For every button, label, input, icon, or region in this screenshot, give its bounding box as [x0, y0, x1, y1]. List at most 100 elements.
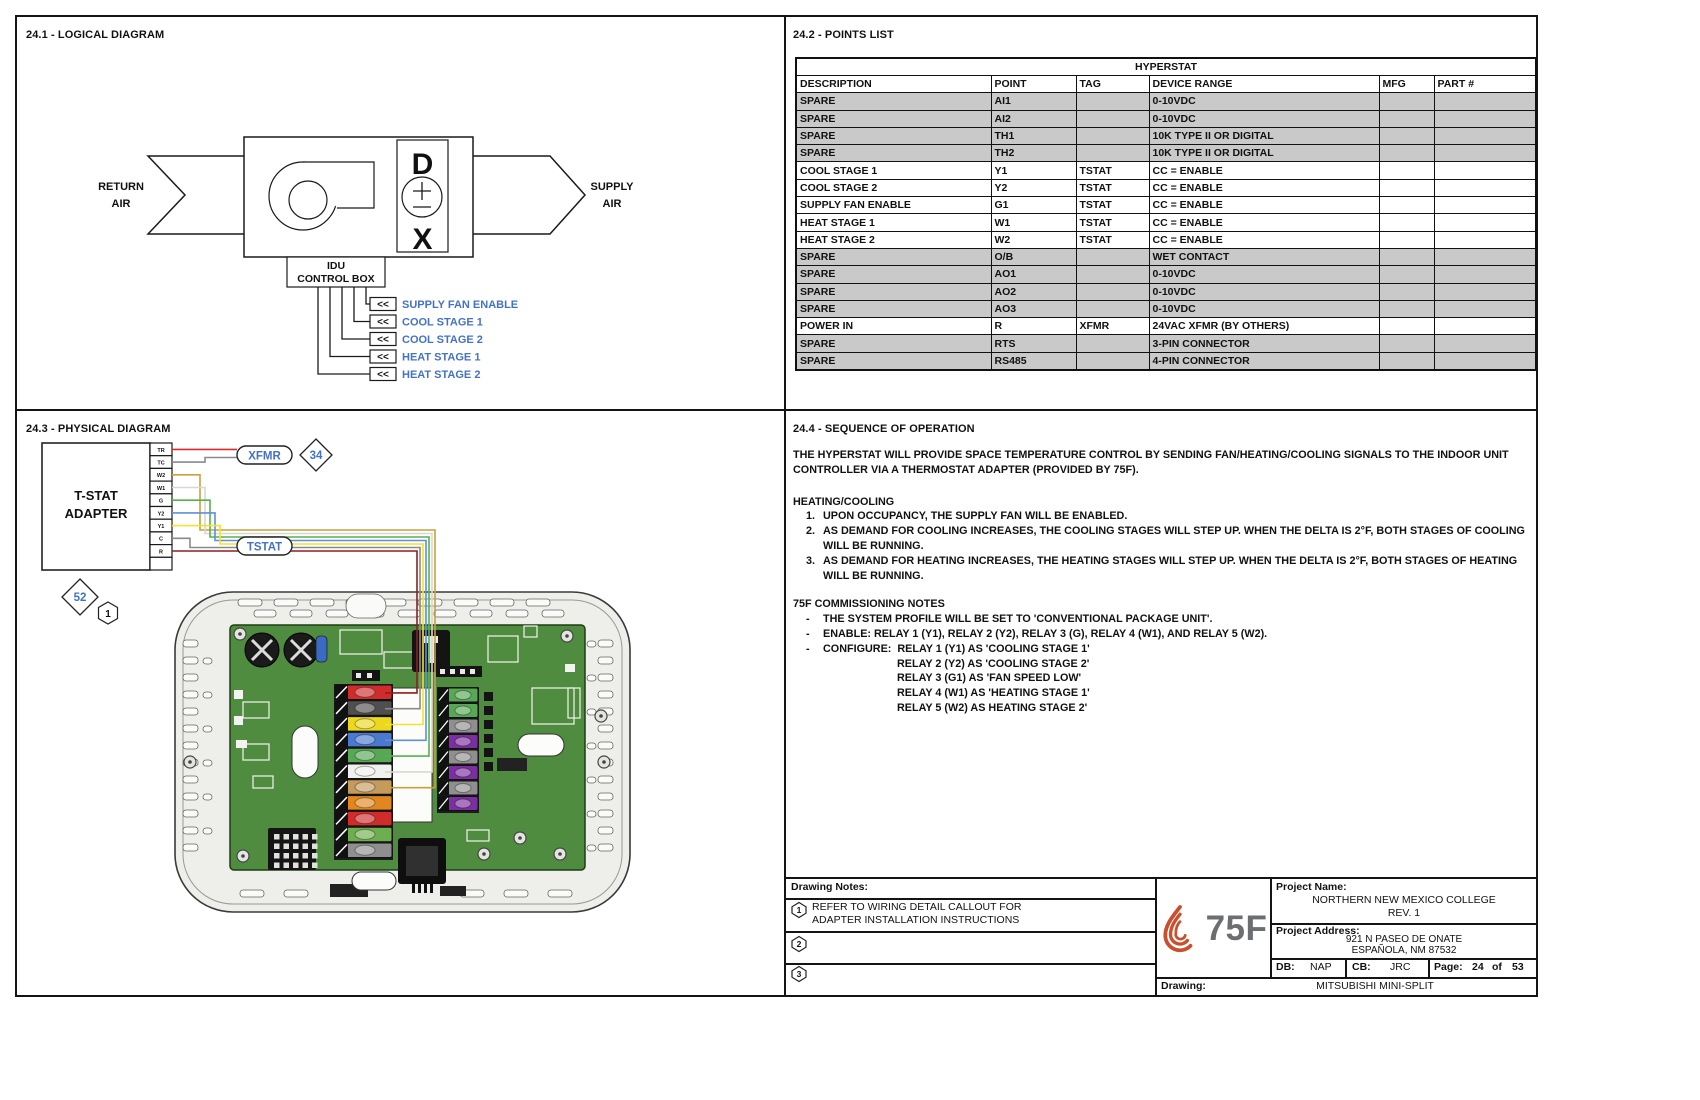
mounting-slot — [291, 725, 319, 779]
sequence-line: 3.AS DEMAND FOR HEATING INCREASES, THE H… — [806, 554, 1535, 569]
cell-part — [1433, 92, 1537, 111]
cell-tag: TSTAT — [1075, 213, 1150, 232]
screw-slot — [335, 685, 348, 699]
section-title-sequence: 24.4 - SEQUENCE OF OPERATION — [793, 423, 975, 435]
cell-mfg — [1378, 247, 1435, 267]
sequence-intro-line: THE HYPERSTAT WILL PROVIDE SPACE TEMPERA… — [793, 449, 1509, 461]
cell-point: R — [990, 317, 1077, 336]
page-label: Page: — [1434, 961, 1463, 973]
cell-point: AO2 — [990, 282, 1077, 301]
cell-part — [1433, 196, 1537, 215]
note-3-number: 3 — [797, 969, 802, 979]
screw-slot — [335, 812, 348, 825]
capacitor-cross — [289, 638, 313, 662]
sequence-line: -ENABLE: RELAY 1 (Y1), RELAY 2 (Y2), REL… — [806, 627, 1535, 642]
signal-label: HEAT STAGE 1 — [402, 352, 480, 364]
cell-part — [1433, 265, 1537, 284]
signal-line — [329, 287, 370, 358]
terminal-screw — [354, 844, 376, 856]
grid-hole — [302, 853, 308, 859]
adapter-terminal-label: TR — [157, 448, 164, 454]
cell-part — [1433, 282, 1537, 301]
screw-slot — [438, 797, 449, 810]
cell-tag — [1075, 299, 1150, 319]
screw-slot — [438, 720, 449, 732]
vent-slot — [597, 792, 614, 801]
screw-slot — [438, 782, 449, 794]
list-text: CONFIGURE: RELAY 1 (Y1) AS 'COOLING STAG… — [823, 642, 1090, 655]
adapter-terminal-label: C — [159, 537, 163, 543]
cell-part — [1433, 161, 1537, 180]
jumper-pin — [450, 669, 455, 674]
vent-slot — [586, 844, 597, 852]
sequence-line: WILL BE RUNNING. — [806, 539, 1535, 554]
vent-slot — [182, 656, 199, 665]
callout-52-label: 52 — [74, 592, 87, 604]
cell-description: HEAT STAGE 2 — [795, 230, 992, 249]
list-marker: - — [806, 613, 810, 626]
terminal-screw — [354, 781, 376, 793]
sequence-of-operation: THE HYPERSTAT WILL PROVIDE SPACE TEMPERA… — [793, 448, 1535, 716]
terminal-screw — [354, 765, 376, 777]
input-arrow-icon: << — [377, 317, 389, 328]
pin — [430, 884, 433, 893]
vent-slot — [597, 775, 614, 784]
list-text: UPON OCCUPANCY, THE SUPPLY FAN WILL BE E… — [823, 510, 1128, 523]
project-address-line2: ESPAÑOLA, NM 87532 — [1351, 945, 1457, 956]
cell-point: W1 — [990, 213, 1077, 232]
cell-point: G1 — [990, 196, 1077, 215]
capacitor-cross — [250, 638, 274, 662]
cell-tag: TSTAT — [1075, 196, 1150, 215]
grid-hole — [274, 853, 280, 859]
vent-slot — [202, 725, 213, 733]
titleblock-border — [1345, 958, 1347, 977]
cb-label: CB: — [1352, 961, 1371, 973]
note-1-hexagon: 1 — [791, 901, 807, 919]
vent-slot — [433, 609, 457, 618]
grid-hole — [274, 834, 280, 840]
vent-slot — [586, 674, 597, 682]
silkscreen-rect — [242, 701, 270, 719]
cell-part — [1433, 178, 1537, 198]
silkscreen-pad — [234, 716, 243, 725]
cell-mfg — [1378, 282, 1435, 301]
silkscreen-rect — [466, 829, 490, 842]
cell-mfg — [1378, 92, 1435, 111]
terminal-screw — [354, 734, 376, 746]
vent-slot — [489, 598, 515, 607]
idu-control-box — [286, 256, 386, 288]
note-2-hexagon: 2 — [791, 935, 807, 953]
cell-description: POWER IN — [795, 317, 992, 336]
cell-part — [1433, 334, 1537, 353]
titleblock-border — [785, 877, 1538, 879]
idu-label-2: CONTROL BOX — [297, 273, 374, 285]
sequence-line: -THE SYSTEM PROFILE WILL BE SET TO 'CONV… — [806, 612, 1535, 627]
grid-hole — [283, 853, 289, 859]
page-total: 53 — [1512, 961, 1524, 973]
vent-slot — [525, 598, 551, 607]
cell-description: COOL STAGE 2 — [795, 178, 992, 198]
cell-point: W2 — [990, 230, 1077, 249]
callout-hexagon-1 — [97, 601, 119, 625]
cell-mfg — [1378, 351, 1435, 371]
housing-wire-cutout — [345, 593, 387, 619]
section-title-points: 24.2 - POINTS LIST — [793, 29, 894, 41]
cell-tag — [1075, 92, 1150, 111]
wire-w2 — [172, 474, 436, 789]
sequence-line: RELAY 4 (W1) AS 'HEATING STAGE 1' — [880, 686, 1535, 701]
terminal-screw — [454, 798, 472, 809]
table-title: HYPERSTAT — [795, 57, 1537, 76]
cell-part — [1433, 351, 1537, 371]
screw-slot — [438, 766, 449, 779]
vent-slot — [597, 843, 614, 852]
cell-tag — [1075, 109, 1150, 128]
col-header-tag: TAG — [1075, 74, 1150, 94]
xfmr-capsule — [236, 445, 293, 465]
pcb-components — [234, 625, 581, 897]
signal-label: COOL STAGE 1 — [402, 317, 483, 329]
screw-slot — [335, 701, 348, 715]
titleblock-border — [1270, 877, 1272, 979]
